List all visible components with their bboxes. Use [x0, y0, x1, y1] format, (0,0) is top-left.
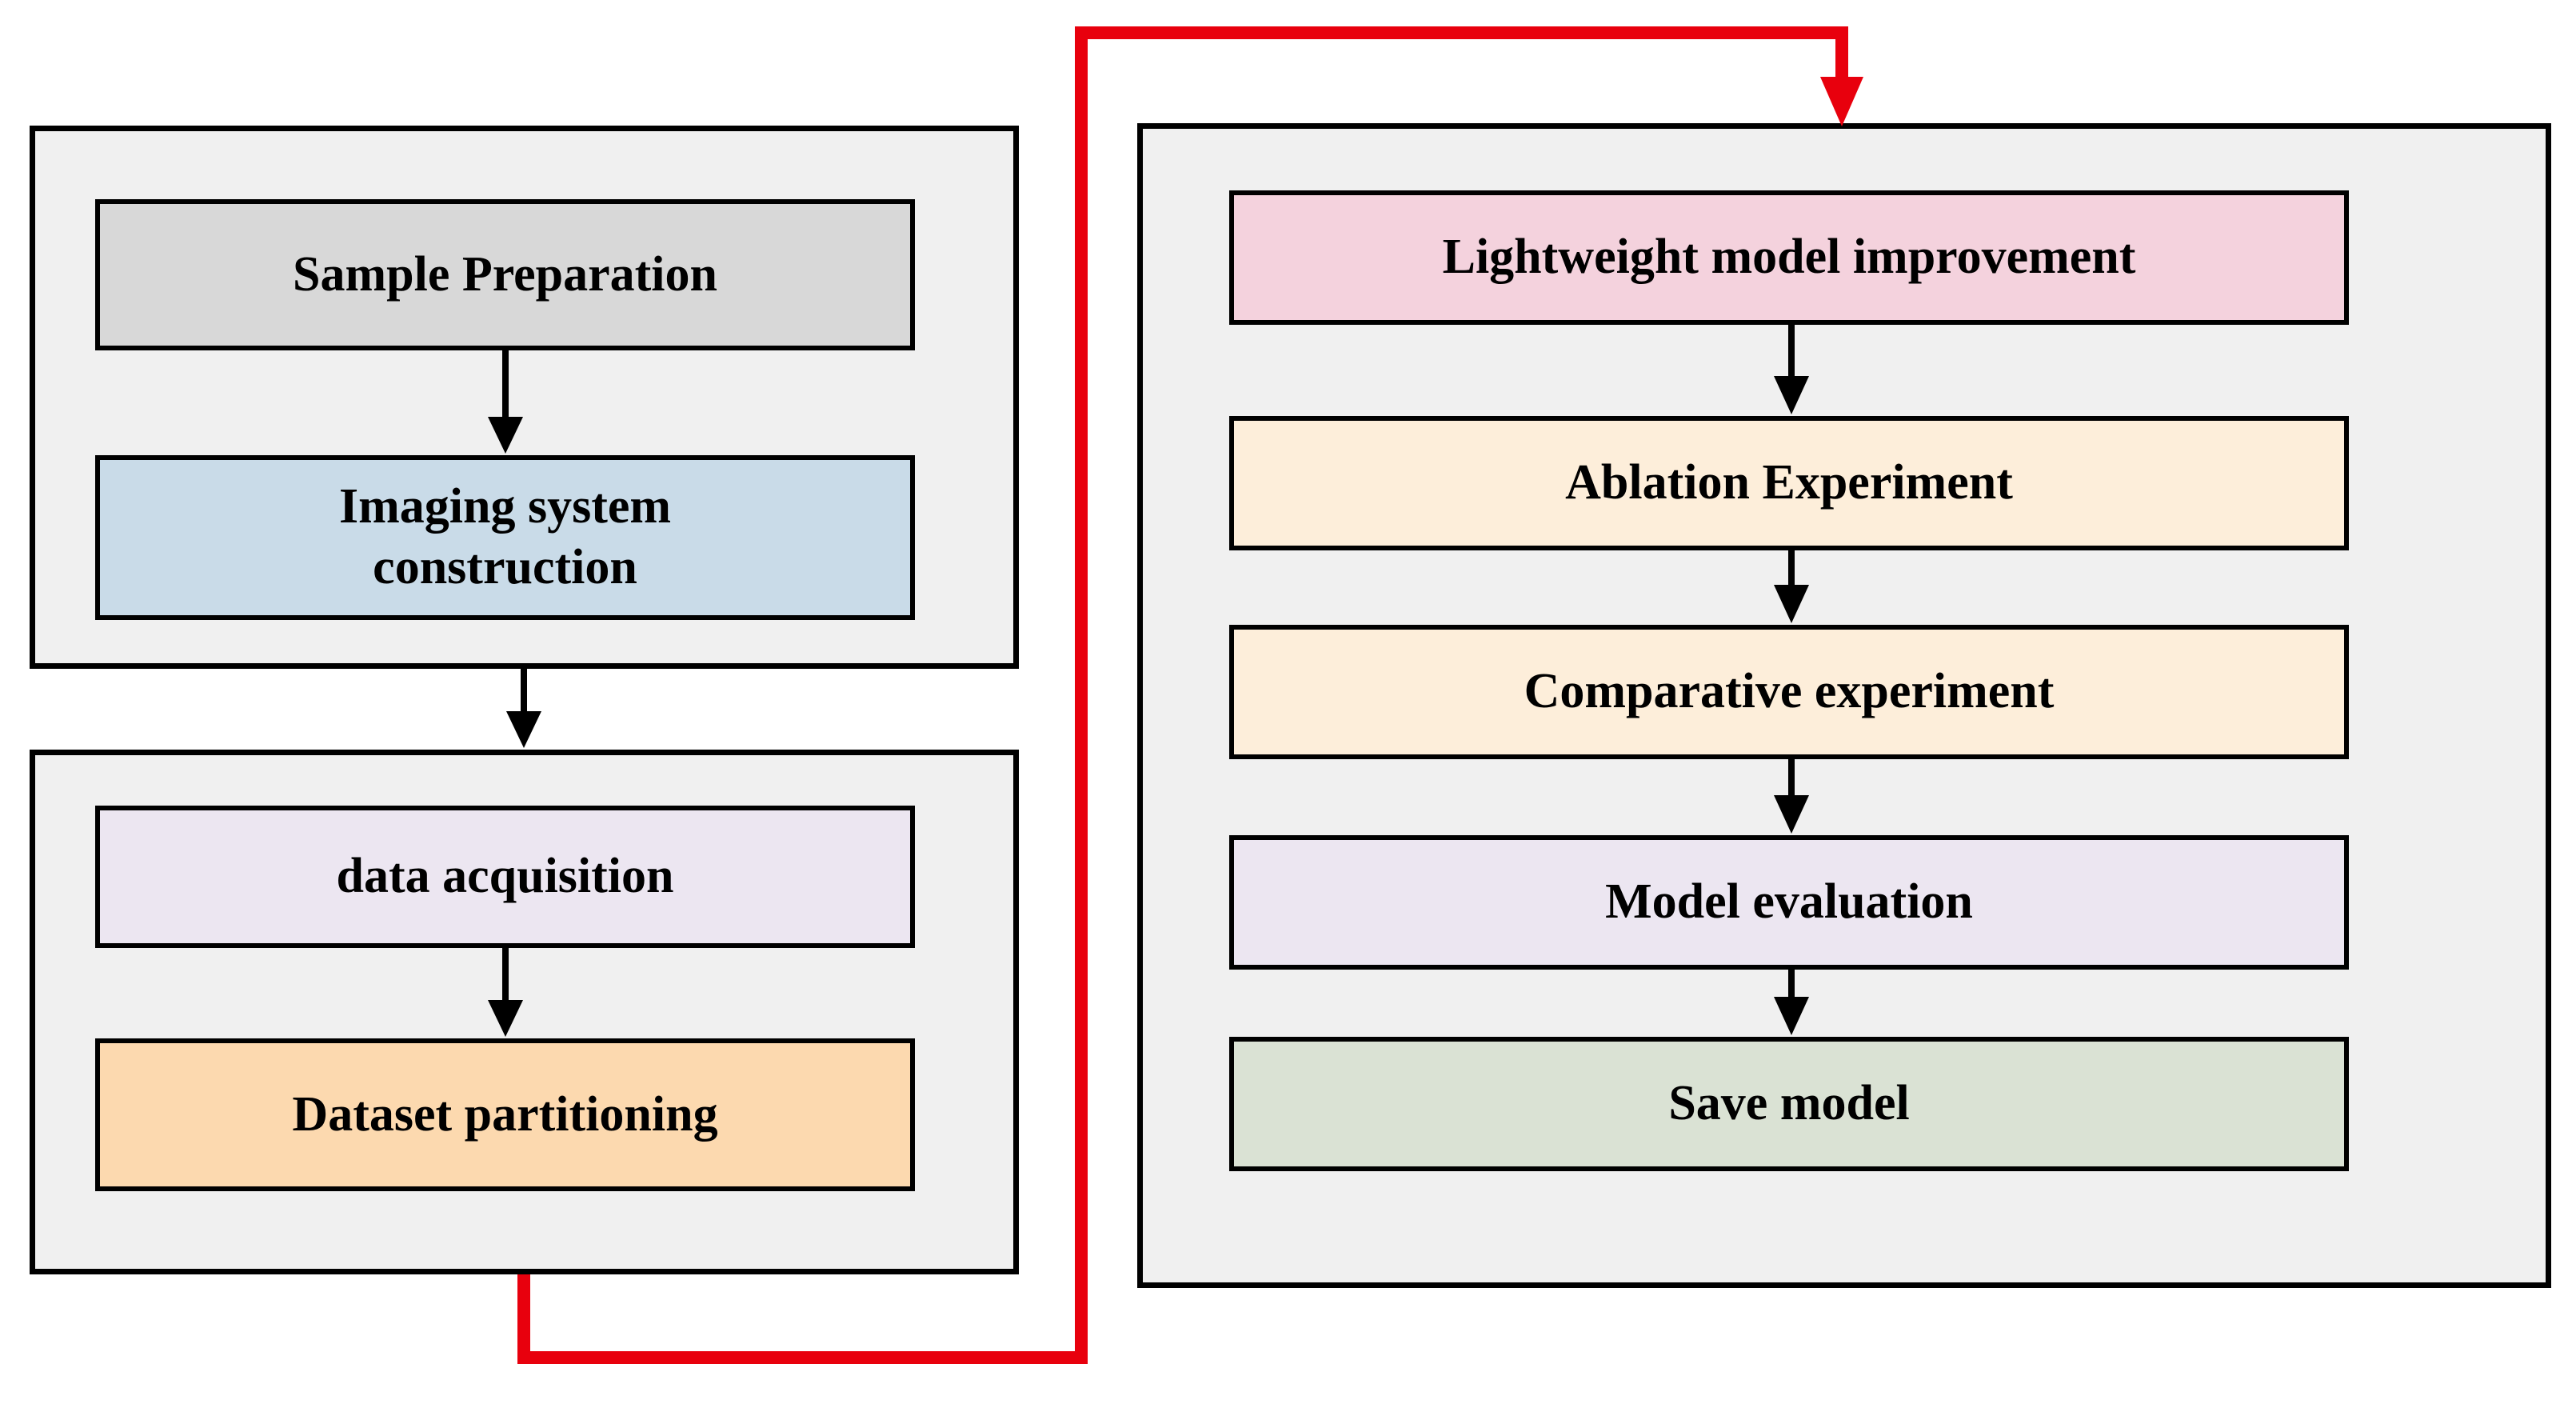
flow-box-label: Ablation Experiment [1565, 455, 2013, 510]
flow-box-label: Model evaluation [1605, 874, 1973, 930]
flow-box-ablation-experiment: Ablation Experiment [1229, 416, 2349, 550]
flow-box-dataset-partitioning: Dataset partitioning [95, 1038, 915, 1191]
flow-box-label: Dataset partitioning [292, 1086, 718, 1142]
flow-box-label: Save model [1668, 1076, 1910, 1131]
flow-box-label: Lightweight model improvement [1442, 230, 2136, 285]
flow-box-sample-preparation: Sample Preparation [95, 199, 915, 350]
flow-box-label: Comparative experiment [1524, 664, 2055, 719]
flow-box-comparative-experiment: Comparative experiment [1229, 625, 2349, 759]
flow-box-label: data acquisition [336, 849, 674, 904]
down-arrow-icon [506, 669, 541, 748]
flow-box-label: Sample Preparation [293, 246, 717, 302]
flow-box-save-model: Save model [1229, 1037, 2349, 1171]
flow-box-data-acquisition: data acquisition [95, 806, 915, 948]
flow-box-model-evaluation: Model evaluation [1229, 835, 2349, 970]
flow-box-lightweight-model-improvement: Lightweight model improvement [1229, 190, 2349, 325]
flow-box-label: Imaging system construction [338, 479, 672, 594]
flow-box-imaging-system-construction: Imaging system construction [95, 455, 915, 620]
